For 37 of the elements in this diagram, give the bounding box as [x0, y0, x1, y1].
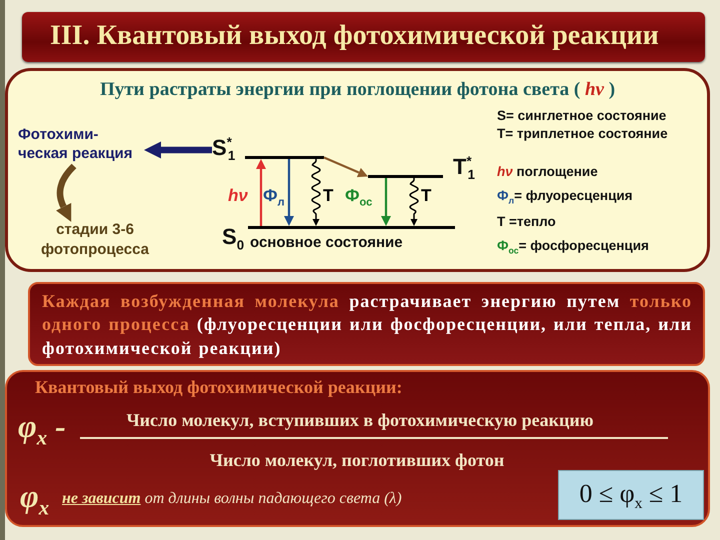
- wavy-arrow: [409, 178, 419, 226]
- arrow: [324, 156, 368, 178]
- info-panel: [5, 68, 710, 272]
- inequality-formula: 0 ≤ φ$_{x}$ ≤ 1: [579, 479, 683, 514]
- inequality-box: [558, 470, 704, 520]
- arrow: [256, 159, 266, 226]
- arrow: [144, 142, 212, 158]
- edge-label: Т: [323, 186, 334, 206]
- note-box: [28, 282, 705, 366]
- slide-title: III. Квантовый выход фотохимической реакции: [50, 20, 659, 52]
- arrow: [381, 178, 391, 226]
- edge-label: Ф$_{л}$: [263, 186, 285, 208]
- legend-text: Ф$_{ос}$= фосфоресценция: [497, 238, 649, 256]
- legend-text: Ф$_{л}$= флуоресценция: [497, 188, 633, 206]
- level-label: S$_{0}$: [222, 226, 244, 248]
- numerator-text: Число молекул, вступивших в фотохимическую реакцию: [126, 410, 594, 431]
- arrow: [284, 159, 294, 226]
- wavy-arrow: [311, 159, 321, 226]
- reaction-label: Фотохими- ческая реакция: [18, 126, 144, 166]
- phi-symbol: φ$_{x}$ -: [18, 408, 66, 450]
- stage-label: стадии 3-6 фотопроцесса: [22, 220, 168, 262]
- formula-heading: Квантовый выход фотохимической реакции:: [35, 377, 402, 398]
- curved-arrow: [56, 164, 76, 222]
- formula-box: [5, 370, 710, 527]
- note-text: Каждая возбужденная молекула растрачивает энергию путем только одного процесса (флуоресценции или фосфоресценции, или тепла, или фотохимической реакции): [42, 290, 692, 360]
- edge-label: hν: [228, 186, 248, 206]
- statement-text: не зависит от длины волны падающего света (λ): [62, 490, 402, 508]
- state-caption: основное состояние: [250, 234, 403, 251]
- panel-heading: Пути растраты энергии при поглощении фотона света ( hν ): [100, 79, 616, 101]
- edge-label: Т: [421, 186, 432, 206]
- denominator-text: Число молекул, поглотивших фотон: [210, 450, 504, 471]
- legend-text: S= синглетное состояние: [497, 108, 666, 123]
- legend-text: hν поглощение: [497, 164, 598, 179]
- edge-label: Ф$_{ос}$: [345, 186, 372, 208]
- legend-text: Т =тепло: [497, 214, 556, 229]
- phi-symbol: φ$_{x}$: [20, 478, 50, 520]
- legend-text: T= триплетное состояние: [497, 126, 668, 141]
